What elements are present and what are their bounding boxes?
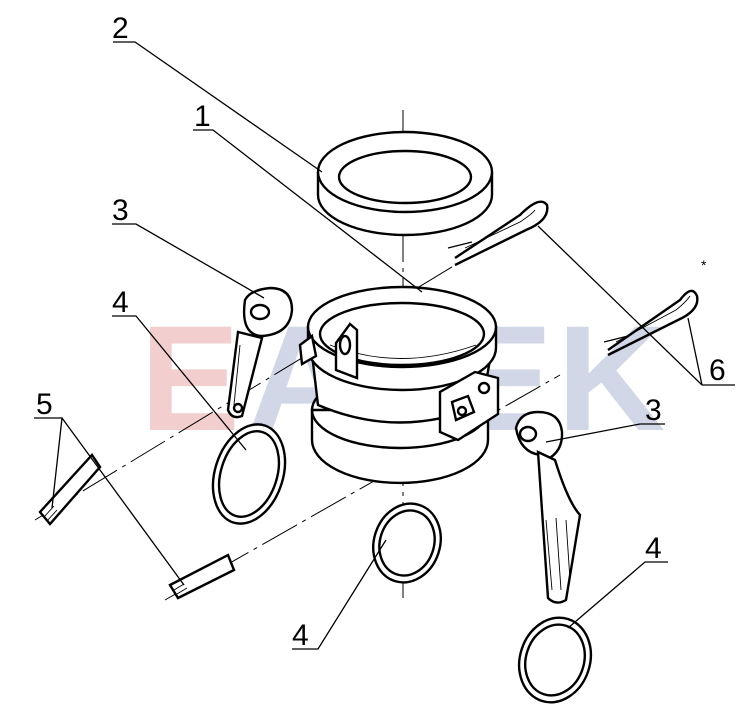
spring-clip-lower (603, 289, 699, 357)
outer-lug-pin-hole (456, 405, 468, 417)
cam-arm-left-end-hole (232, 402, 244, 414)
left-lug-tab (298, 333, 318, 366)
label-part-5: 5 (36, 388, 53, 421)
label-part-3-right: 3 (645, 394, 662, 427)
split-ring-2 (372, 502, 442, 584)
split-ring-3 (517, 616, 593, 704)
pin-upper (38, 453, 102, 526)
part-labels: 2 1 3 4 5 6 3 4 4 * (36, 12, 726, 652)
gasket-inner-edge (337, 149, 473, 205)
pin-lower (168, 553, 236, 600)
label-part-6: 6 (709, 354, 726, 387)
label-part-1: 1 (194, 100, 211, 133)
label-part-4-upper: 4 (112, 286, 129, 319)
spring-clips (447, 200, 699, 357)
leader-6-upper (537, 225, 703, 386)
label-part-4-lower: 4 (645, 532, 662, 565)
leader-2 (113, 41, 323, 173)
leader-5-lower (61, 417, 185, 586)
cam-arm-right-lever (536, 450, 582, 604)
pins (38, 453, 236, 600)
label-part-2: 2 (112, 12, 129, 45)
split-ring-1 (211, 423, 287, 525)
leader-3-right (545, 423, 665, 443)
cam-arm-right-head (514, 410, 564, 462)
cam-arm-left-lever (226, 330, 264, 419)
cam-arm-left (226, 286, 294, 419)
leader-4-upper (112, 315, 247, 451)
split-rings (211, 423, 593, 704)
label-part-3-left: 3 (112, 194, 129, 227)
spring-clip-upper (447, 200, 549, 267)
watermark-letter-1: E (140, 294, 240, 462)
leader-4-middle (292, 539, 387, 650)
cam-arm-left-eye (249, 303, 271, 321)
cam-arm-left-groove (233, 344, 241, 406)
leader-6-lower (687, 317, 703, 386)
leader-3-left (112, 223, 265, 299)
inner-lug-hole (338, 334, 352, 356)
outer-lug-hole (477, 381, 491, 395)
leader-1 (193, 129, 423, 293)
leader-4-lower (567, 561, 668, 629)
coupler-body (298, 285, 500, 485)
label-part-4-middle: 4 (292, 619, 309, 652)
cam-arm-right (514, 410, 582, 604)
gasket-ring (316, 130, 494, 237)
body-bore (318, 301, 486, 367)
cam-arm-right-eye (518, 425, 538, 443)
leader-lines (34, 41, 735, 650)
asterisk-note: * (701, 257, 707, 273)
cam-arm-right-grip-pattern (545, 517, 571, 591)
